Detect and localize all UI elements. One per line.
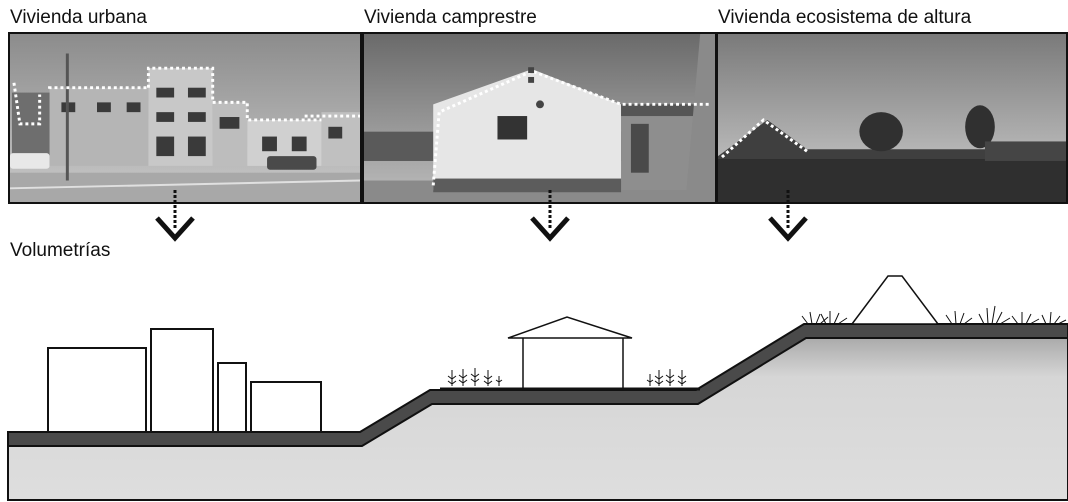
crop-plants-right bbox=[646, 369, 687, 386]
down-arrow-campestre-icon bbox=[530, 190, 570, 242]
down-arrow-urban-icon bbox=[155, 190, 195, 242]
urban-volume-1 bbox=[47, 347, 147, 433]
label-volumetrias: Volumetrías bbox=[10, 240, 111, 261]
photo-urban-housing bbox=[8, 32, 362, 204]
grass-tufts bbox=[801, 305, 1067, 325]
photo-ecosistema-housing bbox=[716, 32, 1068, 204]
label-vivienda-urbana: Vivienda urbana bbox=[10, 7, 147, 28]
ground-surface-band bbox=[7, 323, 1068, 447]
urban-volume-3 bbox=[217, 362, 247, 433]
terrain-section-diagram bbox=[7, 275, 1068, 501]
crop-plants-left bbox=[447, 368, 503, 386]
down-arrow-ecosistema-icon bbox=[768, 190, 808, 242]
photo-campestre-housing bbox=[362, 32, 717, 204]
ecosistema-volume bbox=[850, 275, 940, 325]
label-vivienda-campestre: Vivienda camprestre bbox=[364, 7, 537, 28]
campestre-house-volume bbox=[507, 316, 633, 391]
label-vivienda-ecosistema: Vivienda ecosistema de altura bbox=[718, 7, 972, 28]
urban-volume-2 bbox=[150, 328, 214, 433]
urban-volume-4 bbox=[250, 381, 322, 433]
